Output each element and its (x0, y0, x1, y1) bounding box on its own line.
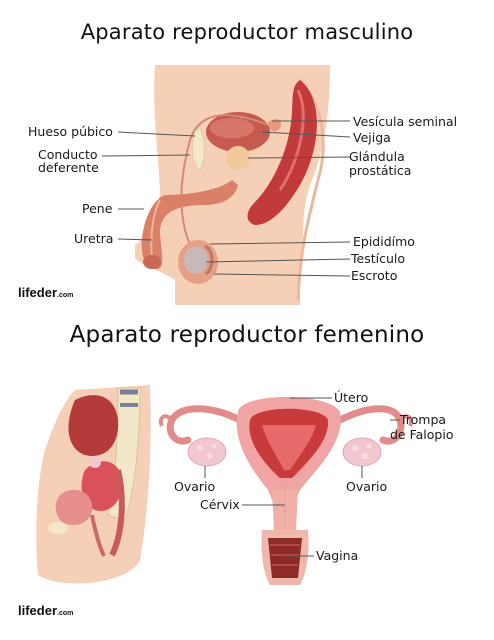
label-ovario-left: Ovario (174, 479, 216, 494)
ovary-left (187, 437, 227, 467)
label-pene: Pene (82, 201, 113, 216)
label-ovario-right: Ovario (346, 479, 388, 494)
label-escroto: Escroto (351, 268, 398, 283)
pubic-bone-side (48, 522, 68, 534)
male-anatomy-illustration (135, 65, 330, 305)
label-trompa-falopio-line1: Trompa (400, 412, 447, 427)
label-cervix: Cérvix (200, 497, 240, 512)
fallopian-tube-left (166, 405, 244, 445)
male-leader-lines (101, 120, 351, 277)
lifeder-logo-top: lifeder.com (18, 285, 74, 300)
label-vejiga: Vejiga (353, 130, 391, 145)
prostate (226, 146, 250, 170)
bladder-side (55, 489, 93, 526)
label-vesicula-seminal: Vesícula seminal (353, 114, 458, 129)
female-front-view-illustration (158, 397, 413, 585)
label-glandula-prostatica-line2: prostática (349, 163, 412, 178)
ovary-side (89, 456, 101, 468)
lifeder-logo-bottom: lifeder.com (18, 603, 74, 618)
label-conducto-deferente-line2: deferente (38, 160, 99, 175)
label-vagina: Vagina (316, 548, 359, 563)
penis (141, 180, 238, 270)
label-uretra: Uretra (74, 231, 114, 246)
label-conducto-deferente-line1: Conducto (38, 147, 98, 162)
label-trompa-falopio-line2: de Falopio (390, 427, 454, 442)
female-leader-lines (204, 397, 400, 557)
label-hueso-pubico: Hueso púbico (28, 124, 113, 139)
label-glandula-prostatica-line1: Glándula (349, 149, 405, 164)
epididymis (204, 244, 214, 276)
label-utero: Útero (334, 390, 369, 405)
female-diagram-title: Aparato reproductor femenino (69, 322, 425, 348)
label-testiculo: Testículo (351, 251, 406, 266)
rectum (247, 80, 317, 225)
male-diagram-title: Aparato reproductor masculino (80, 20, 414, 44)
uterus-side (81, 461, 123, 511)
female-side-view-illustration (36, 385, 151, 584)
pubic-bone (191, 127, 205, 171)
intestines (68, 395, 119, 456)
testicle (184, 246, 208, 274)
ovary-right (342, 437, 382, 467)
label-epididimo: Epididímo (353, 234, 415, 249)
seminal-vesicle (268, 119, 282, 132)
